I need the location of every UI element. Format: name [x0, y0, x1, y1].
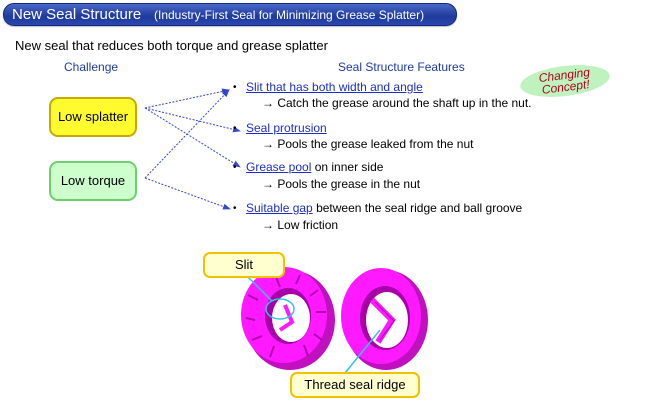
bullet-icon: •: [233, 123, 237, 134]
feature-protrusion: Seal protrusion: [246, 121, 327, 135]
arrow-right-icon: →: [262, 218, 274, 232]
feature-suitable-gap-link[interactable]: Suitable gap: [246, 201, 313, 215]
intro-text: New seal that reduces both torque and gr…: [15, 38, 328, 53]
feature-grease-pool-detail: → Pools the grease in the nut: [262, 177, 421, 191]
feature-slit-detail: → Catch the grease around the shaft up i…: [262, 96, 532, 110]
feature-suitable-gap: Suitable gap between the seal ridge and …: [246, 201, 523, 215]
feature-grease-pool: Grease pool on inner side: [246, 160, 384, 174]
challenge-heading: Challenge: [64, 60, 119, 74]
callout-slit: Slit: [203, 252, 285, 278]
challenge-low-splatter: Low splatter: [49, 97, 137, 137]
arrow-right-icon: →: [262, 96, 274, 110]
feature-suitable-gap-detail: → Low friction: [262, 218, 339, 232]
arrow-right-icon: →: [262, 177, 274, 191]
slit-leader-line: [244, 273, 273, 302]
arrow-torque-gap: [144, 177, 231, 210]
arrow-right-icon: →: [262, 137, 274, 151]
arrow-splatter-pool: [144, 107, 241, 168]
bullet-icon: •: [233, 162, 237, 173]
feature-slit: Slit that has both width and angle: [246, 80, 423, 94]
bullet-icon: •: [233, 82, 237, 93]
feature-protrusion-link[interactable]: Seal protrusion: [246, 121, 327, 135]
bullet-icon: •: [233, 203, 237, 214]
arrow-torque-slit: [144, 89, 230, 179]
page-title: New Seal Structure: [12, 6, 142, 23]
feature-protrusion-detail: → Pools the grease leaked from the nut: [262, 137, 474, 151]
thread-leader-line: [344, 329, 381, 374]
arrow-splatter-slit: [144, 88, 230, 109]
page-title-subtitle: (Industry-First Seal for Minimizing Grea…: [154, 8, 425, 22]
title-bar: New Seal Structure (Industry-First Seal …: [3, 3, 457, 26]
challenge-low-torque: Low torque: [49, 161, 137, 201]
feature-slit-link[interactable]: Slit that has both width and angle: [246, 80, 423, 94]
arrow-splatter-protrusion: [144, 107, 241, 133]
seal-right-image: [341, 268, 428, 370]
callout-thread-seal-ridge: Thread seal ridge: [290, 372, 420, 398]
seal-left-image: [241, 267, 335, 370]
slit-highlight: [265, 298, 295, 320]
features-heading: Seal Structure Features: [338, 60, 465, 74]
feature-grease-pool-link[interactable]: Grease pool: [246, 160, 312, 174]
